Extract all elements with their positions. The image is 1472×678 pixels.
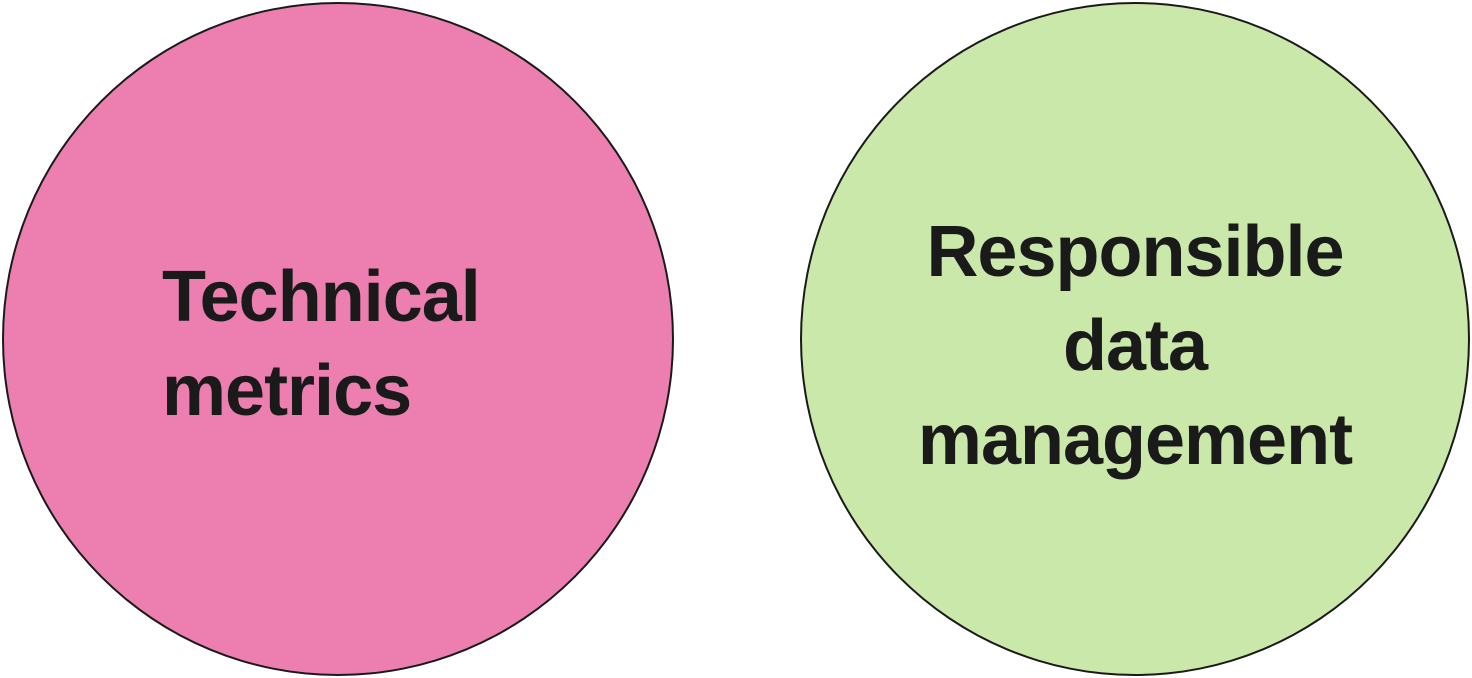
technical-metrics-label: Technical metrics [162, 250, 481, 438]
label-line: metrics [162, 351, 412, 431]
label-line: Responsible [926, 212, 1344, 292]
technical-metrics-circle [2, 2, 674, 676]
responsible-data-management-label: Responsible data management [800, 205, 1470, 487]
label-line: Technical [162, 257, 481, 337]
responsible-data-management-circle [800, 2, 1470, 676]
label-line: data [1062, 306, 1208, 386]
label-line: management [917, 400, 1353, 480]
